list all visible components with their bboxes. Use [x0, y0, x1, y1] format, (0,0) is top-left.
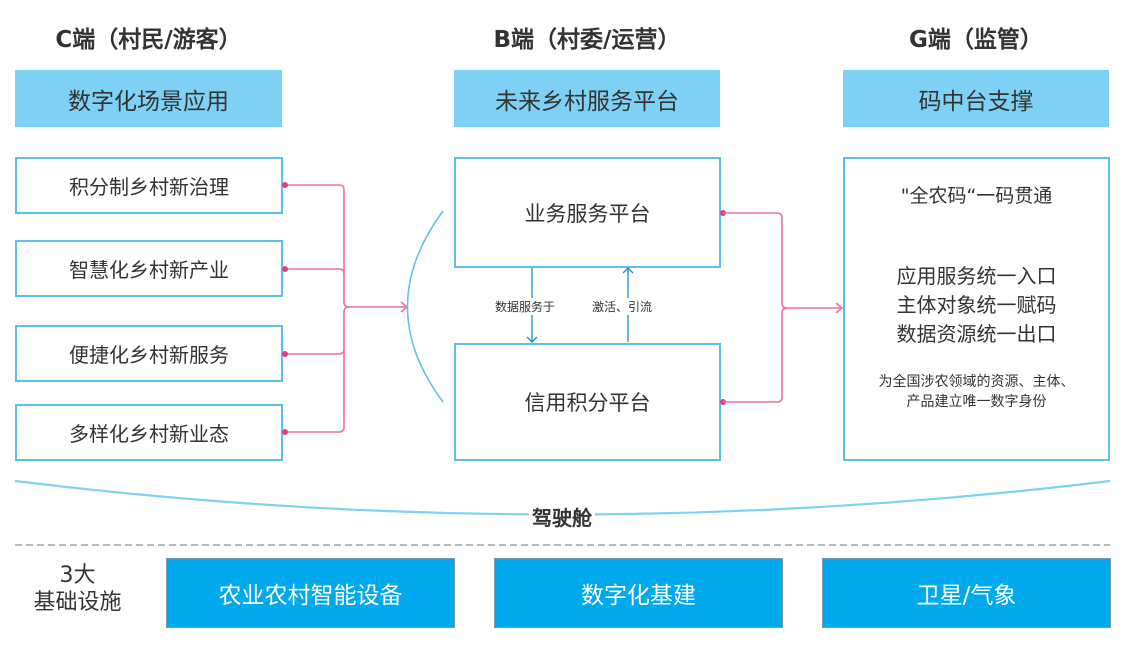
platform-label: 信用积分平台 — [524, 391, 651, 415]
business-service-platform: 业务服务平台 — [454, 157, 721, 268]
infra-label: 数字化基建 — [581, 583, 696, 609]
infra-digital-construction: 数字化基建 — [494, 558, 783, 628]
up-arrowhead-icon — [622, 267, 634, 274]
activate-traffic-label: 激活、引流 — [592, 298, 653, 315]
c-item-label: 便捷化乡村新服务 — [69, 343, 229, 367]
band-label: 码中台支撑 — [918, 88, 1034, 115]
b-end-header: B端（村委/运营） — [493, 27, 681, 53]
down-arrowhead-icon — [526, 336, 538, 343]
g-box-line: 应用服务统一入口 — [896, 264, 1057, 288]
b-to-g-connector — [723, 212, 844, 403]
connector-dot — [282, 182, 288, 188]
bracket-arc — [406, 210, 444, 403]
g-box-note: 为全国涉农领域的资源、主体、 产品建立唯一数字身份 — [845, 372, 1108, 412]
connector-dot — [282, 266, 288, 272]
data-serves-label: 数据服务于 — [495, 298, 556, 315]
g-box-line: 主体对象统一赋码 — [896, 293, 1057, 317]
c-to-b-connector — [285, 184, 409, 433]
rural-service-platform-band: 未来乡村服务平台 — [454, 70, 720, 127]
band-label: 未来乡村服务平台 — [495, 88, 679, 115]
c-end-header: C端（村民/游客） — [55, 27, 242, 53]
c-item-industry: 智慧化乡村新产业 — [15, 240, 283, 297]
band-label: 数字化场景应用 — [68, 88, 229, 115]
g-box-title: "全农码“一码贯通 — [900, 185, 1053, 207]
connector-line — [285, 306, 350, 433]
infrastructure-title: 3大 基础设施 — [15, 562, 140, 616]
g-box-note-line: 产品建立唯一数字身份 — [906, 394, 1047, 410]
credit-points-platform: 信用积分平台 — [454, 343, 721, 461]
connector-line — [723, 307, 788, 403]
connector-line — [285, 348, 345, 355]
c-item-governance: 积分制乡村新治理 — [15, 157, 283, 214]
connector-line — [285, 268, 345, 275]
infrastructure-title-line: 基础设施 — [33, 590, 122, 615]
g-box-note-line: 为全国涉农领域的资源、主体、 — [878, 374, 1075, 390]
cockpit-label: 驾驶舱 — [529, 502, 595, 531]
connector-line — [723, 212, 788, 309]
c-item-label: 智慧化乡村新产业 — [69, 258, 229, 282]
infrastructure-title-line: 3大 — [59, 563, 96, 588]
connector-dot — [282, 351, 288, 357]
g-box-lines: 应用服务统一入口 主体对象统一赋码 数据资源统一出口 — [845, 262, 1108, 349]
c-item-label: 多样化乡村新业态 — [69, 422, 229, 446]
g-end-header: G端（监管） — [909, 27, 1043, 53]
g-box-line: 数据资源统一出口 — [896, 322, 1057, 346]
connector-line — [285, 184, 350, 308]
arrowhead-icon — [835, 302, 844, 314]
digital-scenario-band: 数字化场景应用 — [15, 70, 282, 127]
c-item-label: 积分制乡村新治理 — [69, 175, 229, 199]
infra-satellite-weather: 卫星/气象 — [822, 558, 1111, 628]
full-agri-code-box: "全农码“一码贯通 应用服务统一入口 主体对象统一赋码 数据资源统一出口 为全国… — [843, 157, 1110, 461]
infra-label: 卫星/气象 — [916, 583, 1017, 609]
platform-label: 业务服务平台 — [524, 201, 651, 226]
code-middle-platform-band: 码中台支撑 — [843, 70, 1109, 127]
connector-dot — [282, 429, 288, 435]
c-item-service: 便捷化乡村新服务 — [15, 325, 283, 382]
infra-label: 农业农村智能设备 — [218, 583, 403, 609]
c-item-business: 多样化乡村新业态 — [15, 404, 283, 461]
infra-smart-devices: 农业农村智能设备 — [166, 558, 455, 628]
